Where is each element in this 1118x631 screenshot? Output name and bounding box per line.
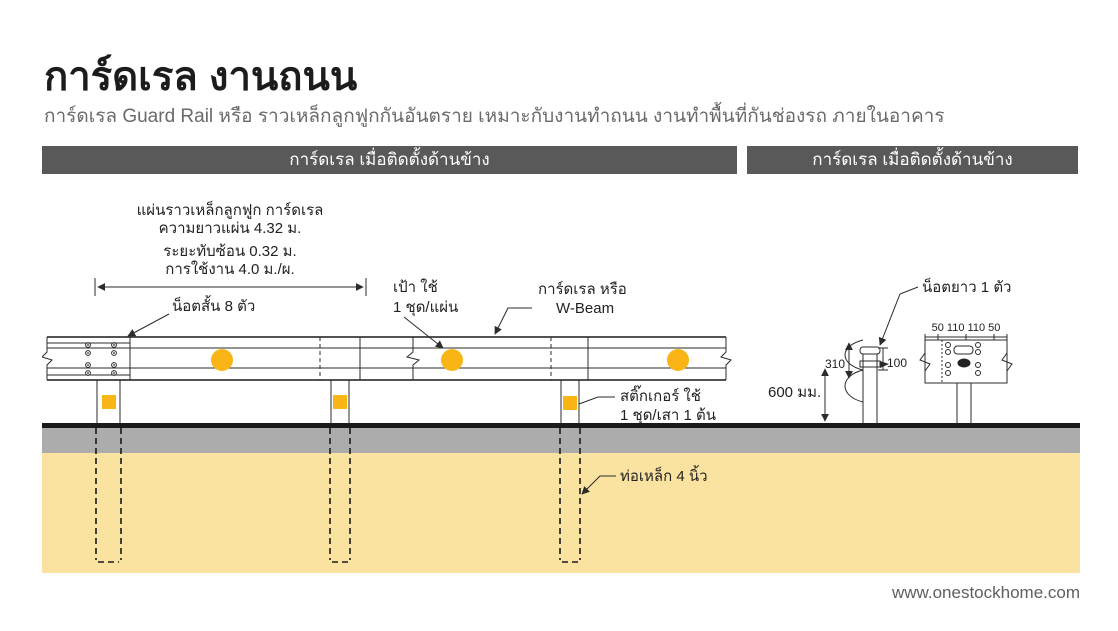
- posts: [96, 380, 580, 423]
- dim-310-text: 310: [825, 357, 845, 371]
- spec-line-1: แผ่นราวเหล็กลูกฟูก การ์ดเรล: [137, 200, 324, 219]
- dim-100-text: 100: [887, 356, 907, 370]
- short-bolt-leader: [127, 313, 170, 337]
- wbeam-leader: [494, 307, 532, 335]
- pipe-3: [559, 428, 581, 563]
- ground-soil: [42, 453, 1080, 573]
- bolt-head-side: [880, 361, 889, 368]
- post-1: [96, 380, 121, 423]
- pipe-leader: [581, 475, 616, 495]
- post-stickers: [102, 395, 577, 410]
- break-mark-right: [720, 337, 732, 380]
- post-front-view: 50 110 110 50: [919, 322, 1013, 423]
- label-sticker: สติ๊กเกอร์ ใช้ 1 ชุด/เสา 1 ต้น: [578, 385, 716, 425]
- target-text-2: 1 ชุด/แผ่น: [393, 299, 458, 317]
- short-bolt-text: น็อตสั้น 8 ตัว: [172, 295, 255, 315]
- post-3: [560, 380, 580, 423]
- bolt-head-front: [957, 358, 971, 368]
- ground: [42, 423, 1080, 573]
- spec-line-3: ระยะทับซ้อน 0.32 ม.: [163, 243, 296, 260]
- plate-break-left: [919, 352, 931, 372]
- label-target: เป้า ใช้ 1 ชุด/แผ่น: [393, 278, 458, 349]
- pipe-text: ท่อเหล็ก 4 นิ้ว: [620, 465, 708, 485]
- pipe-1: [95, 428, 122, 563]
- label-pipe: ท่อเหล็ก 4 นิ้ว: [581, 465, 708, 495]
- reflector-target-2: [441, 349, 463, 371]
- label-long-bolt: น็อตยาว 1 ตัว: [878, 277, 1011, 346]
- spec-text-block: แผ่นราวเหล็กลูกฟูก การ์ดเรล ความยาวแผ่น …: [137, 200, 324, 278]
- sticker-text-2: 1 ชุด/เสา 1 ต้น: [620, 407, 716, 425]
- website-footer: www.onestockhome.com: [891, 583, 1080, 602]
- section-header-left: การ์ดเรล เมื่อติดตั้งด้านข้าง: [42, 146, 737, 174]
- label-wbeam: การ์ดเรล หรือ W-Beam: [494, 281, 627, 335]
- sticker-leader: [578, 396, 615, 405]
- rail: [42, 336, 732, 381]
- ground-base: [42, 428, 1080, 453]
- ground-surface-line: [42, 423, 1080, 428]
- wbeam-text-2: W-Beam: [556, 300, 614, 317]
- reflector-target-3: [667, 349, 689, 371]
- sticker-2: [333, 395, 347, 409]
- post-cap-front: [953, 345, 974, 355]
- post-2: [330, 380, 350, 423]
- target-text-1: เป้า ใช้: [393, 278, 438, 296]
- sticker-text-1: สติ๊กเกอร์ ใช้: [620, 385, 701, 405]
- target-leader: [403, 316, 444, 349]
- long-bolt-text: น็อตยาว 1 ตัว: [922, 277, 1011, 296]
- spec-line-4: การใช้งาน 4.0 ม./ผ.: [165, 260, 294, 278]
- splice-bolts: [85, 342, 117, 376]
- sticker-1: [102, 395, 116, 409]
- panel-dimension-arrow: [94, 278, 367, 296]
- reflector-targets: [211, 349, 689, 371]
- sticker-3: [563, 396, 577, 410]
- break-mark-middle: [405, 337, 421, 380]
- guardrail-diagram: แผ่นราวเหล็กลูกฟูก การ์ดเรล ความยาวแผ่น …: [42, 200, 1080, 573]
- height-text: 600 มม.: [768, 384, 821, 401]
- underground-pipes: [95, 428, 581, 563]
- height-dimension: 600 มม.: [768, 368, 829, 422]
- label-short-bolt: น็อตสั้น 8 ตัว: [127, 295, 255, 337]
- break-mark-left: [42, 337, 53, 380]
- pipe-2: [329, 428, 351, 563]
- reflector-target-1: [211, 349, 233, 371]
- page-title: การ์ดเรล งานถนน: [44, 55, 358, 99]
- post-cap: [859, 346, 881, 355]
- plate-dims-text: 50 110 110 50: [932, 322, 1001, 334]
- wbeam-text-1: การ์ดเรล หรือ: [538, 281, 627, 298]
- section-header-right: การ์ดเรล เมื่อติดตั้งด้านข้าง: [747, 146, 1078, 174]
- page-subtitle: การ์ดเรล Guard Rail หรือ ราวเหล็กลูกฟูกก…: [44, 106, 945, 127]
- plate-break-right: [1001, 352, 1013, 372]
- long-bolt-leader: [878, 286, 919, 346]
- spec-line-2: ความยาวแผ่น 4.32 ม.: [159, 220, 302, 237]
- post-side-view: 310 100: [825, 339, 907, 423]
